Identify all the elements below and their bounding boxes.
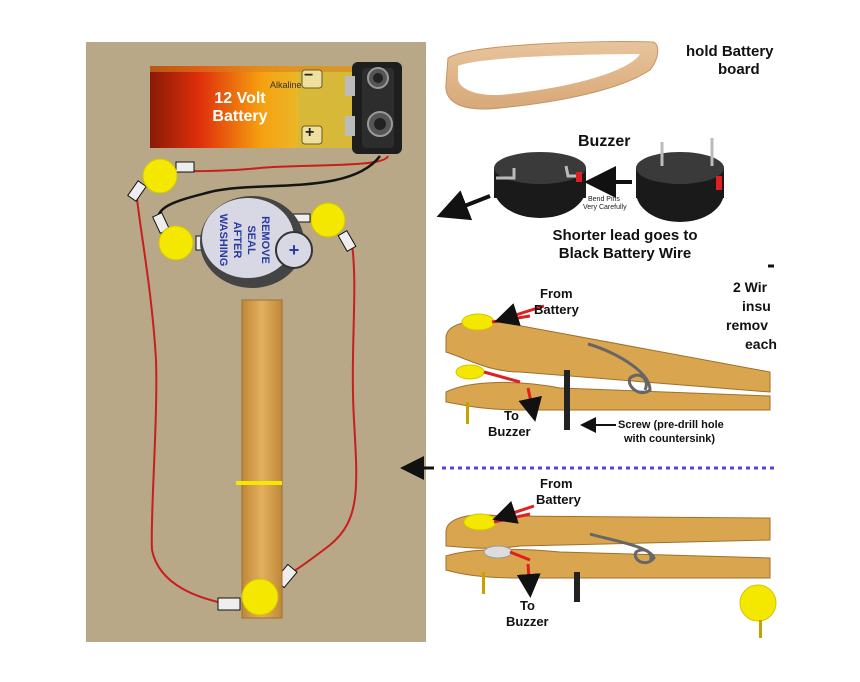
screw-icon <box>574 572 580 602</box>
buzzer-sticker: REMOVE SEAL AFTER WASHING <box>217 214 271 267</box>
from-battery-2-line-2: Battery <box>536 492 581 507</box>
screw-note-line-1: Screw (pre-drill hole <box>618 419 724 431</box>
terminal-dot <box>310 202 346 238</box>
sticker-line-3: AFTER <box>231 222 243 259</box>
negative-terminal-icon <box>301 69 323 89</box>
very-carefully-text: Very Carefully <box>583 204 627 211</box>
to-buzzer-1-line-2: Buzzer <box>488 424 531 439</box>
battery-negative-symbol: − <box>304 67 314 84</box>
screw-icon <box>564 370 570 430</box>
battery <box>150 66 352 148</box>
from-battery-1-line-2: Battery <box>534 302 579 317</box>
terminal-dot <box>142 158 178 194</box>
from-battery-2-line-1: From <box>540 476 573 491</box>
black-battery-wire <box>156 155 381 227</box>
red-wire-left <box>135 189 223 604</box>
pin-icon <box>759 620 762 638</box>
wires-text-line-3: remov <box>726 317 769 333</box>
to-buzzer-2-line-1: To <box>520 598 535 613</box>
battery-label-line-1: 12 Volt <box>214 90 266 107</box>
screw-note-line-2: with countersink) <box>624 433 716 445</box>
to-buzzer-1-line-1: To <box>504 408 519 423</box>
wire-end-tab <box>127 180 147 202</box>
stick-mark <box>236 481 282 485</box>
positive-terminal-icon <box>301 125 323 145</box>
buzzer-photo-bent <box>494 152 586 218</box>
wires-text-line-4: each <box>745 336 777 352</box>
wire-end-tab <box>217 597 241 611</box>
to-buzzer-arrow-icon <box>516 563 541 598</box>
from-battery-arrow-icon <box>494 303 545 326</box>
wires-text-line-1: 2 Wir <box>733 279 768 295</box>
pointer-arrow-icon <box>436 190 491 221</box>
terminal-dot <box>158 225 194 261</box>
rubber-band-hole <box>458 54 640 96</box>
bend-pins-text: Bend Pins <box>588 196 620 203</box>
battery-snap-connector <box>345 62 402 154</box>
wire-end-tab <box>337 230 357 252</box>
buzzer-title: Buzzer <box>578 133 631 150</box>
wooden-stick <box>241 299 283 619</box>
from-battery-1-line-1: From <box>540 286 573 301</box>
sticker-line-1: REMOVE <box>259 216 271 264</box>
battery-brand: Alkaline <box>270 80 302 90</box>
sticker-line-2: SEAL <box>245 225 257 255</box>
terminal-dot <box>241 578 279 616</box>
shorter-lead-text: Shorter lead goes to <box>552 227 698 244</box>
board-text: board <box>718 61 760 78</box>
wires-text-line-2: insu <box>742 298 771 314</box>
wire-end-tab <box>175 161 195 173</box>
buzzer: + <box>200 196 313 288</box>
to-buzzer-2-line-2: Buzzer <box>506 614 549 629</box>
hold-battery-text: hold Battery <box>686 43 774 60</box>
black-battery-wire-text: Black Battery Wire <box>558 245 692 262</box>
red-wire-right <box>283 243 358 577</box>
clothespin-1 <box>445 313 771 430</box>
buzzer-plus-icon: + <box>289 240 300 260</box>
to-buzzer-arrow-icon <box>518 387 542 422</box>
spring-icon <box>589 532 656 565</box>
clothespin-2 <box>445 512 771 602</box>
from-battery-arrow-icon <box>492 500 535 524</box>
spring-icon <box>587 342 652 395</box>
terminal-dot <box>739 584 777 622</box>
sticker-line-4: WASHING <box>217 214 229 267</box>
buzzer-photo-straight <box>636 138 724 222</box>
battery-label-line-2: Battery <box>212 108 268 125</box>
battery-positive-symbol: + <box>305 124 315 141</box>
